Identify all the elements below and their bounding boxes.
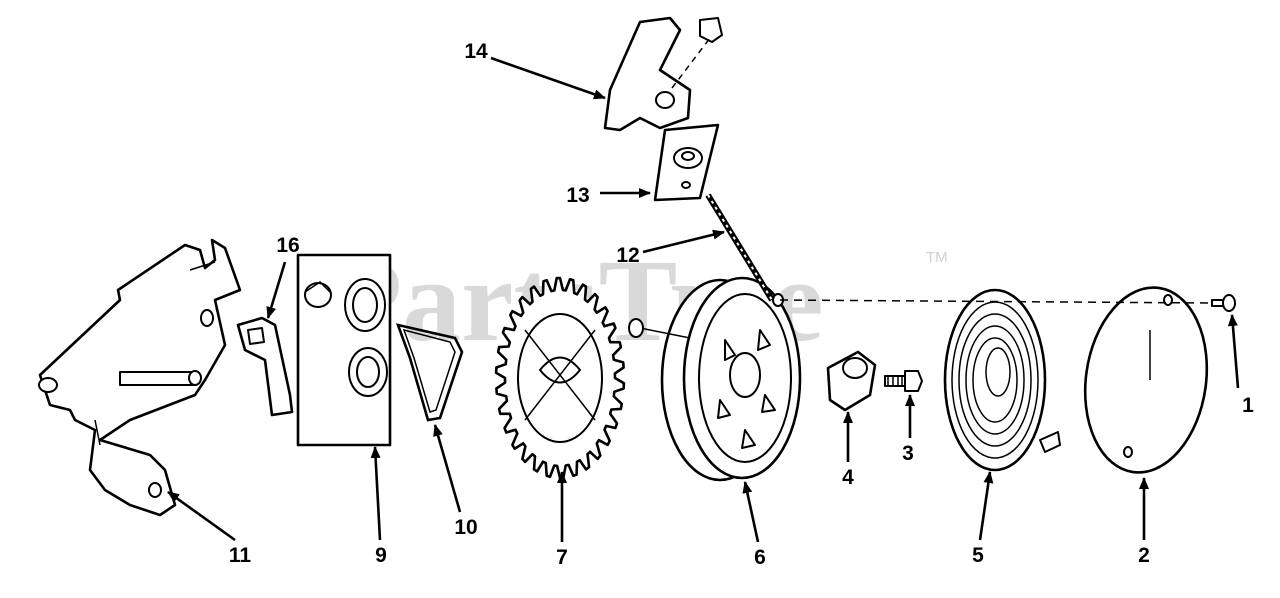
part-5-spring bbox=[943, 288, 1061, 472]
part-16-clip bbox=[236, 316, 294, 417]
part-2-cover bbox=[1083, 286, 1209, 474]
assembly-axis-line bbox=[779, 299, 1211, 304]
part-12-rope bbox=[705, 193, 775, 302]
callout-14: 14 bbox=[464, 40, 488, 63]
part-11-bracket bbox=[38, 238, 242, 517]
callout-5: 5 bbox=[972, 544, 984, 567]
callout-7: 7 bbox=[556, 546, 568, 569]
part-10-spring bbox=[395, 323, 464, 422]
callout-1: 1 bbox=[1242, 394, 1254, 417]
watermark-trademark: TM bbox=[926, 249, 948, 266]
callout-10: 10 bbox=[454, 516, 477, 539]
callout-6: 6 bbox=[754, 546, 766, 569]
callout-12: 12 bbox=[616, 244, 639, 267]
callout-4: 4 bbox=[842, 466, 854, 489]
part-13-plate bbox=[653, 123, 720, 202]
callout-16: 16 bbox=[276, 234, 299, 257]
part-14-handle bbox=[603, 16, 723, 132]
part-6-pulley bbox=[628, 276, 802, 482]
part-1-screw bbox=[1211, 294, 1236, 312]
callout-3: 3 bbox=[902, 442, 914, 465]
part-7-gear bbox=[494, 276, 626, 480]
part-3-screw bbox=[884, 370, 923, 392]
callout-2: 2 bbox=[1138, 544, 1150, 567]
callout-11: 11 bbox=[229, 544, 252, 567]
leader-lines bbox=[167, 56, 1240, 543]
callout-13: 13 bbox=[566, 184, 589, 207]
callout-9: 9 bbox=[375, 544, 387, 567]
part-9-plate bbox=[296, 253, 392, 447]
part-4-bushing bbox=[826, 350, 877, 412]
